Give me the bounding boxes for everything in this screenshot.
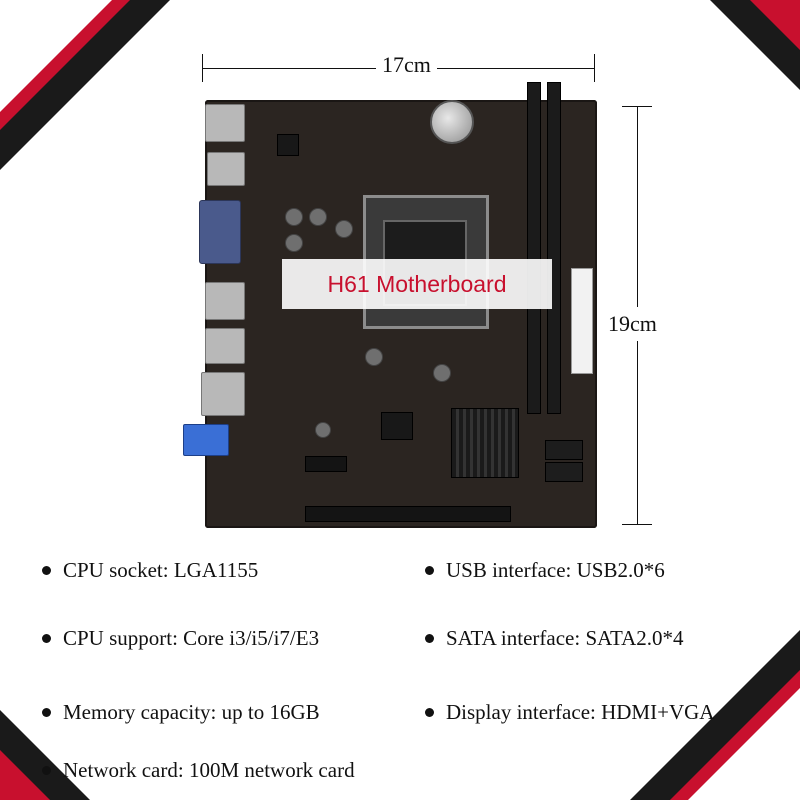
bullet-icon bbox=[425, 634, 434, 643]
bullet-icon bbox=[42, 566, 51, 575]
capacitor bbox=[433, 364, 451, 382]
capacitor bbox=[285, 208, 303, 226]
usb-port-stack-2 bbox=[205, 282, 245, 320]
width-dimension-label: 17cm bbox=[376, 52, 437, 78]
hdmi-port bbox=[207, 152, 245, 186]
spec-text: Memory capacity: up to 16GB bbox=[63, 700, 320, 724]
pcie-x1-slot bbox=[305, 456, 347, 472]
spec-text: USB interface: USB2.0*6 bbox=[446, 558, 665, 582]
corner-stripe-bottom-left bbox=[0, 750, 50, 800]
memory-slot-2 bbox=[547, 82, 561, 414]
pcie-x16-slot bbox=[305, 506, 511, 522]
spec-cpu-support: CPU support: Core i3/i5/i7/E3 bbox=[42, 626, 319, 651]
sata-port-2 bbox=[545, 462, 583, 482]
spec-text: Display interface: HDMI+VGA bbox=[446, 700, 715, 724]
capacitor bbox=[365, 348, 383, 366]
ethernet-port bbox=[201, 372, 245, 416]
corner-stripe-top-right bbox=[750, 0, 800, 50]
atx-power-connector bbox=[571, 268, 593, 374]
bullet-icon bbox=[42, 708, 51, 717]
spec-cpu-socket: CPU socket: LGA1155 bbox=[42, 558, 258, 583]
capacitor bbox=[315, 422, 331, 438]
sata-port-1 bbox=[545, 440, 583, 460]
audio-port bbox=[183, 424, 229, 456]
bullet-icon bbox=[425, 566, 434, 575]
spec-usb-interface: USB interface: USB2.0*6 bbox=[425, 558, 665, 583]
usb-port-stack-1 bbox=[205, 104, 245, 142]
width-dimension-tick-right bbox=[594, 54, 595, 82]
corner-gap-top-left bbox=[0, 0, 112, 112]
capacitor bbox=[309, 208, 327, 226]
height-dimension-tick-bottom bbox=[622, 524, 652, 525]
bullet-icon bbox=[425, 708, 434, 717]
usb-port-stack-3 bbox=[205, 328, 245, 364]
spec-text: Network card: 100M network card bbox=[63, 758, 355, 782]
capacitor bbox=[335, 220, 353, 238]
motherboard-image bbox=[183, 82, 597, 528]
height-dimension-tick-top bbox=[622, 106, 652, 107]
bullet-icon bbox=[42, 634, 51, 643]
spec-display-interface: Display interface: HDMI+VGA bbox=[425, 700, 714, 725]
spec-memory-capacity: Memory capacity: up to 16GB bbox=[42, 700, 320, 725]
spec-text: CPU support: Core i3/i5/i7/E3 bbox=[63, 626, 320, 650]
spec-text: SATA interface: SATA2.0*4 bbox=[446, 626, 684, 650]
spec-text: CPU socket: LGA1155 bbox=[63, 558, 259, 582]
cmos-battery bbox=[430, 100, 474, 144]
chipset-heatsink bbox=[451, 408, 519, 478]
width-dimension-tick-left bbox=[202, 54, 203, 82]
spec-sata-interface: SATA interface: SATA2.0*4 bbox=[425, 626, 684, 651]
capacitor bbox=[285, 234, 303, 252]
io-chip bbox=[381, 412, 413, 440]
corner-gap-bottom-right bbox=[688, 688, 800, 800]
product-title: H61 Motherboard bbox=[282, 259, 552, 309]
power-connector bbox=[277, 134, 299, 156]
spec-network-card: Network card: 100M network card bbox=[42, 758, 355, 783]
memory-slot-1 bbox=[527, 82, 541, 414]
bullet-icon bbox=[42, 766, 51, 775]
height-dimension-label: 19cm bbox=[608, 307, 657, 341]
vga-port bbox=[199, 200, 241, 264]
